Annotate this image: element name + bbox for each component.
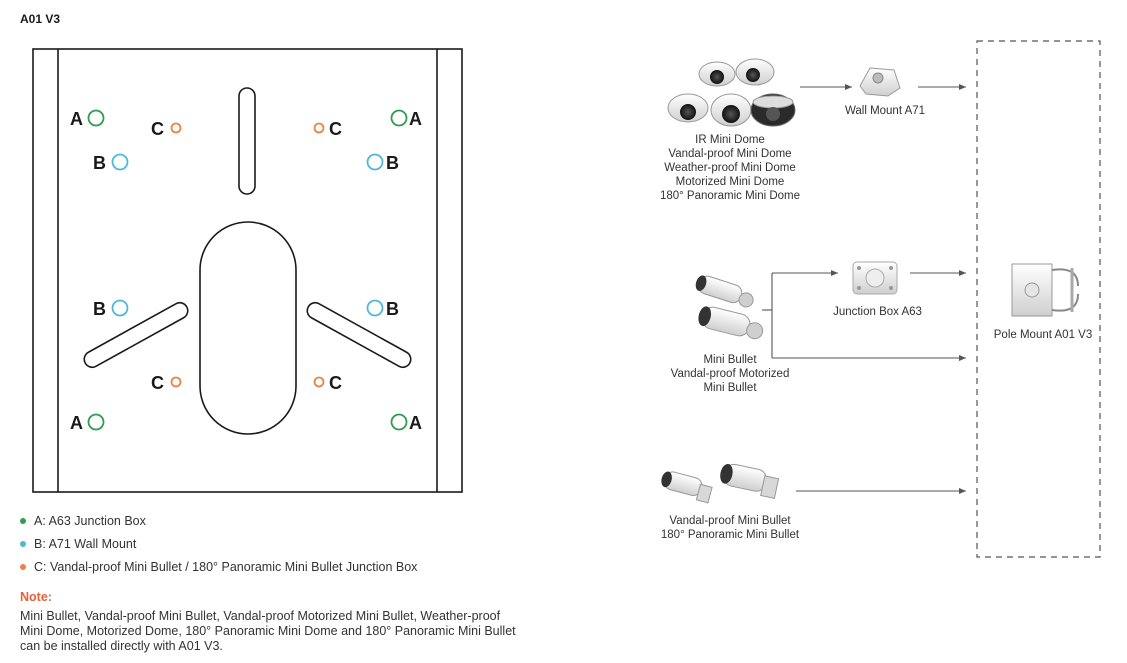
label-b-mid-right: B [386, 299, 399, 319]
center-oval [199, 221, 297, 435]
hole-a-bottom-left [87, 413, 105, 431]
pole-mount-icon [1011, 263, 1079, 317]
bullet-cameras-icon [695, 275, 764, 340]
label-c-bottom-right: C [329, 373, 342, 393]
dome-label-line: IR Mini Dome [695, 134, 765, 146]
label-c-bottom-left: C [151, 373, 164, 393]
hole-a-bottom-right [390, 413, 408, 431]
hole-c-bottom-left [170, 376, 182, 388]
hole-c-top-right [313, 122, 325, 134]
dome-label-line: Vandal-proof Mini Dome [668, 148, 792, 160]
label-b-top-right: B [386, 153, 399, 173]
legend-dot-b [20, 541, 26, 547]
plate-outline [32, 48, 463, 493]
legend-item-c: C: Vandal-proof Mini Bullet / 180° Panor… [20, 560, 417, 574]
legend-item-a: A: A63 Junction Box [20, 514, 146, 528]
wall-mount-label: Wall Mount A71 [844, 105, 926, 117]
vandal-bullet-label-line: 180° Panoramic Mini Bullet [660, 529, 800, 541]
dome-cameras-label: IR Mini Dome Vandal-proof Mini Dome Weat… [630, 133, 830, 203]
legend-item-b: B: A71 Wall Mount [20, 537, 136, 551]
top-slot [238, 87, 256, 195]
bullet-label-line: Mini Bullet [703, 382, 757, 394]
hole-b-top-right [366, 153, 384, 171]
legend-dot-a [20, 518, 26, 524]
label-c-top-right: C [329, 119, 342, 139]
junction-box-icon [852, 261, 898, 295]
bullet-cameras-label: Mini Bullet Vandal-proof Motorized Mini … [650, 353, 810, 395]
hole-b-mid-right [366, 299, 384, 317]
page-title: A01 V3 [20, 12, 61, 26]
vandal-bullet-cameras-icon [661, 463, 780, 504]
label-a-top-right: A [409, 109, 422, 129]
label-a-bottom-left: A [70, 413, 83, 433]
dome-label-line: Weather-proof Mini Dome [664, 162, 796, 174]
label-b-top-left: B [93, 153, 106, 173]
label-a-top-left: A [70, 109, 83, 129]
legend-text-b: B: A71 Wall Mount [34, 537, 137, 551]
dome-cameras-icon [667, 58, 796, 127]
left-angled-slot [83, 301, 189, 369]
dome-label-line: Motorized Mini Dome [675, 176, 785, 188]
hole-b-mid-left [111, 299, 129, 317]
junction-box-label: Junction Box A63 [833, 306, 922, 318]
label-b-mid-left: B [93, 299, 106, 319]
note-title: Note: [20, 590, 52, 604]
wall-mount-icon [859, 67, 901, 97]
bullet-label-line: Mini Bullet [703, 354, 757, 366]
legend-dot-c [20, 564, 26, 570]
hole-a-top-left [87, 109, 105, 127]
legend-text-c: C: Vandal-proof Mini Bullet / 180° Panor… [34, 560, 418, 574]
vandal-bullet-cameras-label: Vandal-proof Mini Bullet 180° Panoramic … [640, 514, 820, 542]
right-angled-slot [306, 301, 412, 369]
legend-text-a: A: A63 Junction Box [34, 514, 146, 528]
hole-a-top-right [390, 109, 408, 127]
compatibility-diagram [661, 40, 1101, 558]
hole-c-bottom-right [313, 376, 325, 388]
pole-mount-label: Pole Mount A01 V3 [993, 329, 1093, 341]
dome-label-line: 180° Panoramic Mini Dome [659, 190, 801, 202]
vandal-bullet-label-line: Vandal-proof Mini Bullet [669, 515, 791, 527]
label-c-top-left: C [151, 119, 164, 139]
note-text: Mini Bullet, Vandal-proof Mini Bullet, V… [20, 609, 516, 653]
hole-c-top-left [170, 122, 182, 134]
bullet-label-line: Vandal-proof Motorized [670, 368, 790, 380]
mounting-plate-diagram: A A A A B B B B C C C C [32, 48, 463, 493]
label-a-bottom-right: A [409, 413, 422, 433]
hole-b-top-left [111, 153, 129, 171]
